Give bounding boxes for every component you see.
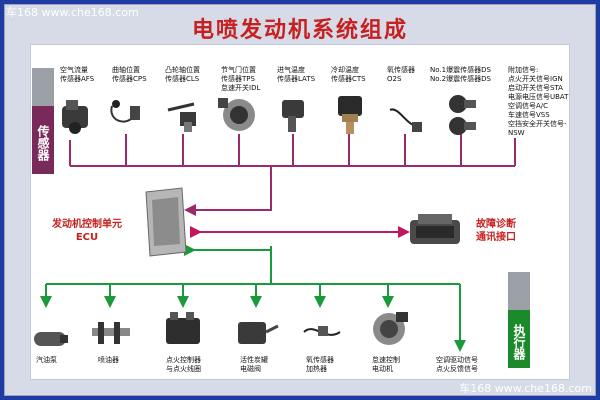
ignition-coil-icon (166, 312, 200, 344)
page-title: 电喷发动机系统组成 (191, 18, 408, 43)
fuel-pump-icon (34, 332, 68, 346)
sensor-label-ds: No.1爆震传感器DS No.2爆震传感器DS (430, 66, 491, 83)
actuator-label-canister: 活性炭罐 电磁阀 (240, 356, 268, 373)
sensor-label-afs: 空气流量 传感器AFS (60, 66, 95, 83)
watermark-bottom: 车168 www.che168.com (459, 382, 592, 395)
sensor-label-cts: 冷却温度 传感器CTS (331, 66, 366, 83)
sensor-bar-label: 传感器 (32, 106, 54, 174)
sensor-label-tps: 节气门位置 传感器TPS 怠速开关IDL (221, 66, 261, 92)
actuator-label-injector: 喷油器 (98, 356, 119, 364)
injector-icon (92, 322, 130, 344)
idle-motor-icon (373, 312, 408, 345)
ecu-label: 发动机控制单元 ECU (52, 219, 122, 243)
sensor-label-lats: 进气温度 传感器LATS (277, 66, 316, 83)
canister-valve-icon (238, 322, 279, 344)
sensor-label-o2s: 氧传感器 O2S (387, 66, 415, 83)
o2-heater-icon (303, 326, 341, 336)
knock-sensor-icon (449, 95, 476, 135)
throttle-sensor-icon (218, 98, 255, 131)
actuator-side-bar: 执行器 (508, 272, 530, 368)
diagnostic-connector-icon (410, 214, 460, 244)
diag-label: 故障诊断 通讯接口 (476, 219, 516, 243)
ecu-icon (145, 187, 187, 257)
air-flow-sensor-icon (62, 100, 88, 134)
actuator-label-ac-signal: 空调驱动信号 点火反馈信号 (436, 356, 478, 373)
camshaft-sensor-icon (167, 102, 196, 132)
sensor-label-cps: 曲轴位置 传感器CPS (112, 66, 147, 83)
intake-temp-sensor-icon (282, 100, 304, 132)
watermark-top: 车168 www.che168.com (6, 6, 139, 19)
oxygen-sensor-icon (389, 108, 422, 132)
crankshaft-sensor-icon (110, 100, 140, 123)
sensor-bus (69, 134, 516, 216)
coolant-temp-sensor-icon (338, 96, 362, 134)
additional-signals: 附加信号: 点火开关信号IGN 启动开关信号STA 电源电压信号UBAT 空调信… (508, 66, 569, 137)
actuator-label-ignition: 点火控制器 与点火线圈 (166, 356, 201, 373)
actuator-label-o2-heater: 氧传感器 加热器 (306, 356, 334, 373)
sensor-side-bar: 传感器 (32, 68, 54, 174)
actuator-label-idle-motor: 怠速控制 电动机 (372, 356, 400, 373)
actuator-bus (40, 244, 466, 352)
actuator-bar-label: 执行器 (508, 310, 530, 368)
actuator-label-fuel-pump: 汽油泵 (36, 356, 57, 364)
sensor-label-cls: 凸轮轴位置 传感器CLS (165, 66, 200, 83)
